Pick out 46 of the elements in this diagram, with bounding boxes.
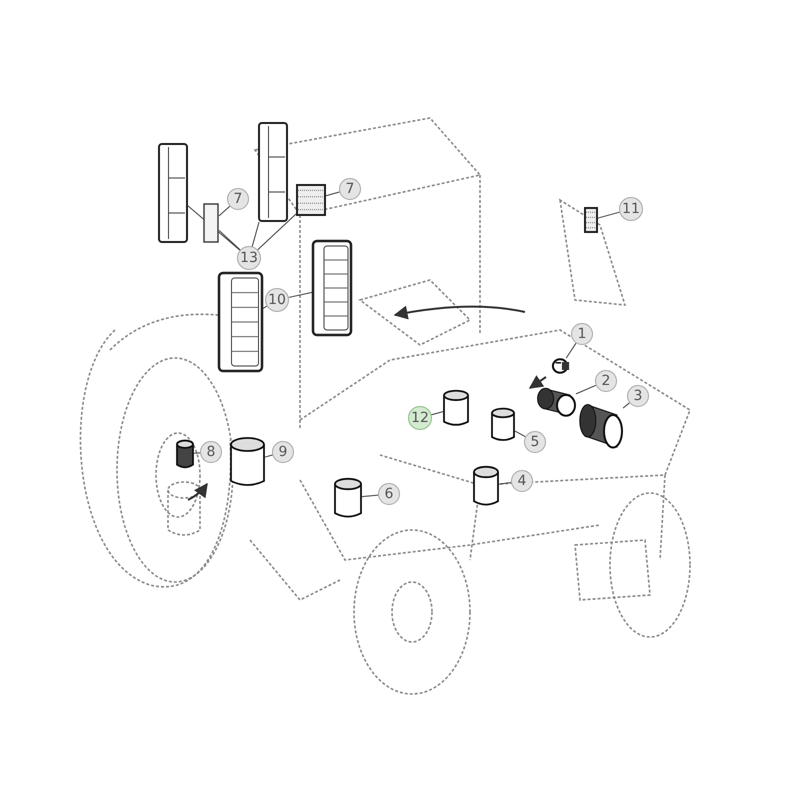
- leader-line: [194, 452, 201, 454]
- leader-line: [622, 402, 630, 409]
- leader-line: [514, 430, 526, 438]
- filter-element-drawing: [176, 440, 194, 468]
- small-part-drawing: [552, 358, 570, 374]
- callout-number: 12: [408, 406, 432, 430]
- callout-number: 3: [627, 385, 649, 407]
- filter-pad-drawing: [584, 207, 598, 233]
- leader-line: [566, 342, 576, 358]
- callout-number: 11: [619, 197, 643, 221]
- callout-number: 13: [237, 246, 261, 270]
- callout-number: 2: [595, 370, 617, 392]
- leader-line: [218, 206, 230, 216]
- leader-line: [218, 230, 241, 250]
- cab-air-filter-drawing: [258, 122, 288, 222]
- leader-line: [576, 384, 596, 394]
- leader-line: [362, 494, 379, 498]
- leader-line: [252, 222, 260, 247]
- leader-line: [498, 482, 512, 485]
- leader-line: [257, 214, 296, 250]
- filter-pad-drawing: [203, 203, 219, 243]
- callout-number: 6: [378, 483, 400, 505]
- filter-canister-drawing: [230, 437, 265, 487]
- leader-line: [598, 212, 620, 219]
- leader-line: [288, 292, 312, 298]
- callout-number: 4: [511, 470, 533, 492]
- callout-number: 10: [265, 288, 289, 312]
- oval-filter-element-drawing: [538, 388, 576, 416]
- filter-pad-drawing: [296, 184, 326, 216]
- cab-air-filter-drawing: [158, 143, 188, 243]
- leader-line: [326, 191, 340, 196]
- leader-line: [264, 454, 273, 458]
- vent-grille-drawing: [312, 240, 352, 336]
- oval-filter-element-drawing: [579, 404, 623, 448]
- callout-number: 7: [339, 178, 361, 200]
- filter-canister-drawing: [334, 478, 362, 518]
- filter-canister-drawing: [473, 466, 499, 506]
- leader-line: [431, 411, 444, 416]
- filter-canister-drawing: [491, 408, 515, 441]
- vent-grille-drawing: [218, 272, 263, 372]
- filter-canister-drawing: [443, 390, 469, 426]
- callout-number: 9: [272, 441, 294, 463]
- callout-number: 1: [571, 323, 593, 345]
- callout-number: 8: [200, 441, 222, 463]
- callout-number: 7: [227, 188, 249, 210]
- callout-number: 5: [524, 431, 546, 453]
